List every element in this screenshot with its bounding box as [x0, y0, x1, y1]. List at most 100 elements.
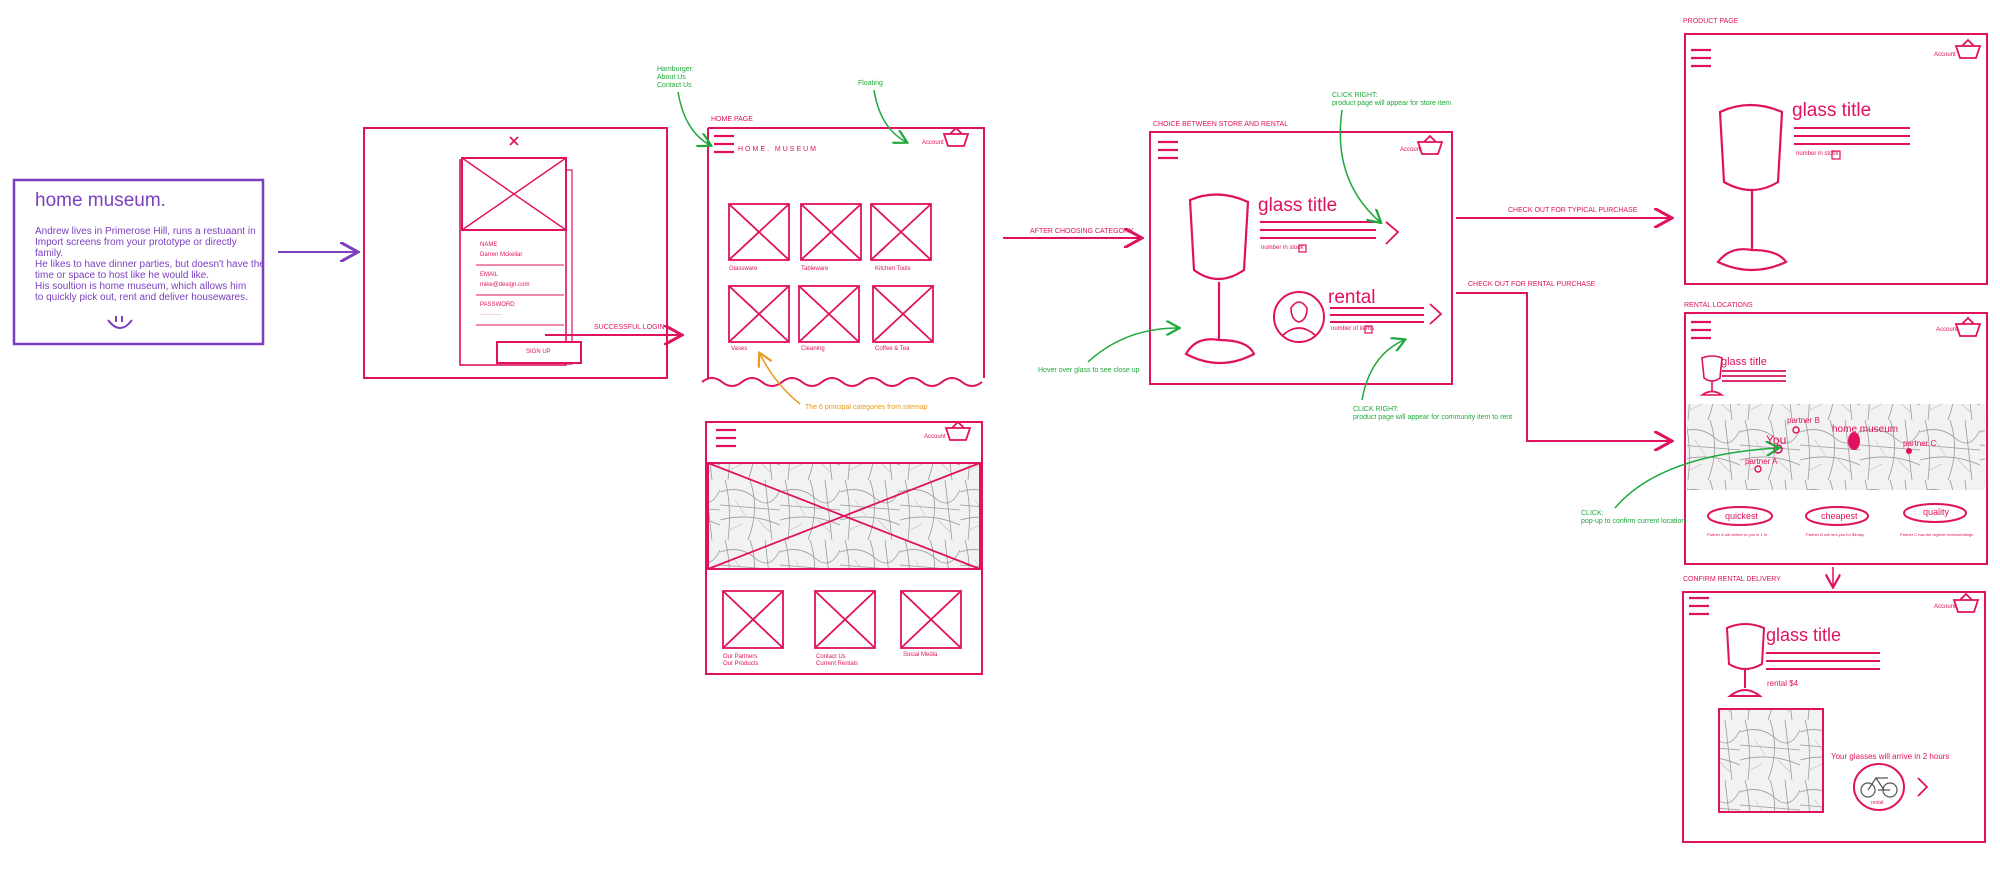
flow-label-rental-purchase: CHECK OUT FOR RENTAL PURCHASE — [1468, 281, 1596, 288]
confirm-price: rental $4 — [1767, 679, 1799, 688]
signup-button[interactable] — [496, 341, 582, 364]
chevron-right-icon[interactable] — [1917, 777, 1929, 797]
choice-frame — [1149, 131, 1453, 385]
basket-icon[interactable] — [1416, 134, 1444, 155]
confirm-glass-sketch — [1725, 623, 1766, 697]
hamburger-icon[interactable] — [1691, 320, 1711, 340]
map-pin — [1792, 426, 1800, 434]
option-label-cheapest[interactable]: cheapest — [1821, 511, 1858, 521]
note-arrow-hamburger — [677, 91, 710, 145]
account-link[interactable]: Account — [1936, 327, 1958, 333]
note-click-right-store: CLICK RIGHT: product page will appear fo… — [1332, 92, 1452, 107]
renter-avatar — [1273, 291, 1325, 343]
category-label[interactable]: Cleaning — [801, 346, 825, 352]
chevron-right-icon[interactable] — [1429, 303, 1443, 325]
sort-options — [1707, 503, 1967, 526]
basket-icon[interactable] — [942, 126, 970, 147]
hamburger-icon[interactable] — [714, 134, 734, 154]
home-bottom-grid — [722, 590, 962, 649]
footer-link-social[interactable]: Social Media — [903, 652, 938, 658]
account-link[interactable]: Account — [1934, 604, 1956, 610]
note-hover: Hover over glass to see close up — [1038, 367, 1140, 374]
confirm-arrival-text: Your glasses will arrive in 2 hours — [1831, 752, 1950, 761]
bike-label: rental — [1871, 800, 1884, 806]
option-cheapest[interactable] — [1805, 506, 1869, 526]
arrow-rental-purchase — [1456, 292, 1670, 441]
glass-sketch — [1184, 193, 1256, 364]
account-link[interactable]: Account — [1400, 147, 1422, 153]
login-field-label-name: NAME — [480, 242, 498, 248]
option-note-quality: Partner C has the highest reviews/rating… — [1900, 532, 1974, 537]
flow-label-typical-purchase: CHECK OUT FOR TYPICAL PURCHASE — [1508, 207, 1638, 214]
category-label[interactable]: Kitchen Tools — [875, 266, 911, 272]
basket-icon[interactable] — [1954, 38, 1982, 59]
hamburger-icon[interactable] — [1689, 596, 1709, 616]
home-wavy-cut — [701, 377, 983, 387]
home-frame — [707, 127, 985, 378]
section-label-rental-locations: RENTAL LOCATIONS — [1684, 302, 1753, 309]
persona-card — [12, 178, 265, 346]
option-label-quickest[interactable]: quickest — [1725, 511, 1759, 521]
account-link[interactable]: Account — [922, 140, 944, 146]
rental-title-lines — [1330, 307, 1424, 323]
map-label-partner-a: partner A — [1745, 457, 1778, 466]
section-label-product: PRODUCT PAGE — [1683, 18, 1739, 25]
login-frame — [363, 127, 668, 379]
confirm-map — [1718, 708, 1824, 813]
login-field-label-email: EMAIL — [480, 272, 499, 278]
option-label-quality[interactable]: quality — [1923, 507, 1950, 517]
account-link[interactable]: Account — [924, 434, 946, 440]
basket-icon[interactable] — [1954, 316, 1982, 337]
account-link[interactable]: Account — [1934, 52, 1956, 58]
persona-body: Andrew lives in Primerose Hill, runs a r… — [35, 226, 265, 303]
note-arrow-floating — [873, 89, 906, 142]
footer-link-contact[interactable]: Contact Us Current Rentals — [816, 654, 859, 667]
login-field-value-name: Darren Mckellar — [480, 252, 523, 258]
store-title-lines — [1260, 221, 1376, 239]
category-label[interactable]: Coffee & Tea — [875, 346, 910, 352]
hamburger-icon[interactable] — [716, 428, 736, 448]
bicycle-icon — [1860, 776, 1898, 798]
login-field-label-password: PASSWORD — [480, 302, 515, 308]
product-remove-icon[interactable] — [1831, 150, 1841, 160]
rental-item-title: rental — [1328, 287, 1376, 308]
chevron-right-icon[interactable] — [1385, 221, 1400, 245]
brand-logo: HOME. MUSEUM — [738, 146, 818, 153]
map-label-home-museum: home museum — [1832, 424, 1899, 435]
hamburger-icon[interactable] — [1158, 140, 1178, 160]
persona-title: home museum. — [35, 190, 166, 211]
option-quickest[interactable] — [1707, 506, 1773, 526]
rental-remove-icon[interactable] — [1364, 325, 1373, 334]
rental-glass-sketch — [1699, 355, 1725, 396]
store-remove-icon[interactable] — [1298, 244, 1307, 253]
product-glass-sketch — [1716, 103, 1788, 272]
category-label[interactable]: Glassware — [729, 266, 758, 272]
hamburger-icon[interactable] — [1691, 48, 1711, 68]
flow-label-after-choosing: AFTER CHOOSING CATEGORY — [1030, 228, 1134, 235]
option-note-quickest: Partner A will deliver to you in 1 hr — [1707, 532, 1768, 537]
category-label[interactable]: Vases — [731, 346, 748, 352]
note-arrow-store — [1339, 109, 1380, 222]
close-icon[interactable] — [509, 136, 519, 146]
note-click-right-rental: CLICK RIGHT: product page will appear fo… — [1353, 406, 1513, 421]
signup-button-label: SIGN UP — [526, 349, 551, 355]
note-arrow-categories — [760, 354, 801, 405]
basket-icon[interactable] — [1952, 592, 1980, 613]
category-label[interactable]: Tableware — [801, 266, 829, 272]
product-frame — [1684, 33, 1988, 285]
map-label-partner-b: partner B — [1787, 416, 1820, 425]
footer-link-partners[interactable]: Our Partners Our Products — [723, 654, 759, 667]
product-sub: number in stock — [1796, 151, 1839, 157]
product-title-lines — [1794, 127, 1910, 145]
note-arrow-hover — [1087, 328, 1178, 363]
confirm-title-lines — [1766, 652, 1880, 670]
note-floating: Floating — [858, 80, 883, 87]
basket-icon[interactable] — [944, 420, 972, 441]
smile-icon — [107, 316, 133, 329]
section-label-choice: CHOICE BETWEEN STORE AND RENTAL — [1153, 121, 1289, 128]
product-title: glass title — [1792, 100, 1872, 121]
rental-item-sub: number of items — [1331, 326, 1375, 332]
option-quality[interactable] — [1903, 503, 1967, 523]
note-hamburger: Hamburger: About Us Contact Us — [657, 66, 694, 89]
